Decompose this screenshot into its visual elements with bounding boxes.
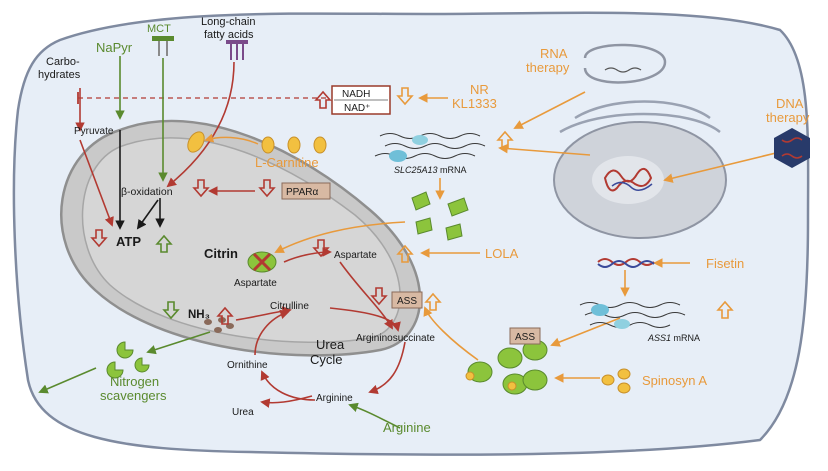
chromatin-icon [603,167,653,192]
pyruvate-label: Pyruvate [74,126,114,137]
citrin-label: Citrin [204,246,238,261]
napyr-label: NaPyr [96,40,133,55]
endocytic-vesicle [583,43,667,84]
dna-therapy-label-2: therapy [766,110,810,125]
up-arrow-icon [155,234,173,253]
urea-cycle-arrows [329,307,401,332]
up-arrow-icon [216,306,234,325]
up-arrow-icon [496,130,514,149]
ass-center-box [391,291,423,309]
nadh-label: NADH [342,89,370,100]
atp-label: ATP [116,234,141,249]
mct-label: MCT [147,23,171,35]
arginine-cycle-label: Arginine [316,393,353,404]
up-arrow-icon [396,244,414,263]
citrin-protein-icon [411,191,469,241]
mitochondrion-inner [81,137,401,344]
fisetin-label: Fisetin [706,256,744,271]
er-membrane [559,112,721,134]
down-arrow-icon [370,287,388,306]
urea-cycle-label-1: Urea [316,337,345,352]
nad-label: NAD⁺ [344,103,370,114]
nh3-label: NH₃ [188,309,210,321]
beta-ox-label: β-oxidation [121,186,173,198]
up-arrow-icon [716,300,734,319]
ass-right-label: ASS [515,332,535,343]
ass1-mrna-label: ASS1 mRNA [647,333,700,343]
down-arrow-icon [312,239,330,258]
citrin-transporter-icon [247,251,277,273]
nitrogen-label-1: Nitrogen [110,374,159,389]
inhibition-x-icon [252,252,272,272]
carbo-label-1: Carbo- [46,56,80,68]
spinosyn-pill-icon [601,368,631,394]
urea-cycle-label-2: Cycle [310,352,343,367]
lcfa-label-2: fatty acids [204,29,254,41]
nr-label: NR [470,82,489,97]
dna-therapy-label-1: DNA [776,96,804,111]
ass-center-label: ASS [397,296,417,307]
spinosyn-label: Spinosyn A [642,373,707,388]
citrulline-label: Citrulline [270,301,309,312]
beta-ox-to-atp-arrow [136,199,159,230]
up-arrow-icon [424,292,442,311]
down-arrow-icon [192,179,210,198]
slc25a13-mrna-label: SLC25A13 mRNA [394,165,467,175]
up-arrow-icon [314,90,332,109]
dna-helix-icon [597,258,655,266]
rna-therapy-label-1: RNA [540,46,568,61]
rna-therapy-label-2: therapy [526,60,570,75]
aspartate-mito-label: Aspartate [234,278,277,289]
arginine-therapy-label: Arginine [383,420,431,435]
carnitine-transporter-icon [187,131,205,153]
ass-right-box [509,327,541,345]
urea-label: Urea [232,407,254,418]
nitrogen-label-2: scavengers [100,388,167,403]
down-arrow-icon [162,301,180,320]
kl1333-label: KL1333 [452,96,497,111]
down-arrow-icon [90,229,108,248]
ammonia-molecule-icon [204,317,234,333]
argininosuccinate-label: Argininosuccinate [356,333,435,344]
down-arrow-icon [396,87,414,106]
ornithine-label: Ornithine [227,360,268,371]
lola-label: LOLA [485,246,519,261]
carbo-label-2: hydrates [38,69,81,81]
ppara-label: PPARα [286,187,318,198]
lcarnitine-label: L-Carnitine [255,155,319,170]
lcfa-label-1: Long-chain [201,16,255,28]
down-arrow-icon [258,179,276,198]
nitrogen-scavenger-icon [106,341,150,379]
ppara-box [281,182,331,200]
carnitine-pill-icon [261,136,275,154]
dna-therapy-hexagon-icon [774,128,810,168]
mct-transporter-icon [152,36,174,41]
aspartate-cyto-label: Aspartate [334,250,377,261]
lcfa-transporter-icon [226,40,248,44]
